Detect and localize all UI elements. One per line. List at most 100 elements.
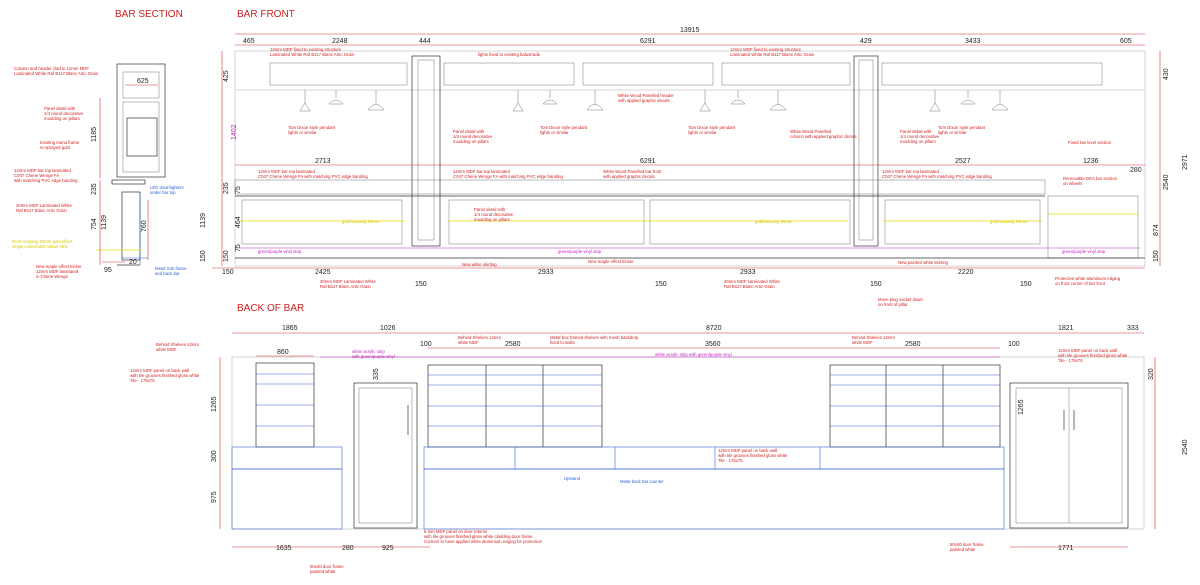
front-dim-bottom: 150 [415, 281, 427, 288]
back-dim-inner: 335 [373, 368, 380, 380]
back-dim-sub: 100 [1008, 341, 1020, 348]
section-dim-1139: 1139 [101, 215, 108, 230]
svg-text:green/purple vinyl strip: green/purple vinyl strip [258, 249, 302, 254]
bar-section-drawing: 625 1185 235 754 1139 760 95 20 [91, 63, 166, 274]
back-dim-left: 975 [211, 491, 218, 503]
svg-text:gold lamping 20mm: gold lamping 20mm [342, 219, 380, 224]
front-dim-left: 75 [235, 244, 242, 252]
front-dim-left: 75 [235, 186, 242, 194]
svg-text:12mm MDF fixed to existing str: 12mm MDF fixed to existing structureLami… [730, 47, 815, 57]
bar-front-dimensions: 13915 465 2248 444 6291 429 3433 605 271… [200, 27, 1189, 288]
front-dim-mid: 6291 [640, 158, 656, 165]
back-dim-right: 2540 [1182, 439, 1189, 455]
back-dim-sub: 2580 [505, 341, 521, 348]
front-dim-left: 150 [200, 250, 207, 262]
front-dim-left: 425 [223, 70, 230, 82]
front-dim-right: 874 [1153, 224, 1160, 236]
bar-front-drawing [234, 50, 1146, 267]
section-dim-20: 20 [129, 259, 137, 266]
svg-text:gold lamping 20mm: gold lamping 20mm [755, 219, 793, 224]
back-dim-top: 1865 [282, 325, 298, 332]
svg-text:gold lamping 20mm: gold lamping 20mm [990, 219, 1028, 224]
front-dim-right: 150 [1153, 250, 1160, 262]
back-dim-sub: 860 [277, 349, 289, 356]
front-dim-left: 464 [235, 216, 242, 228]
front-dim-left: 150 [223, 250, 230, 262]
svg-text:New painted white skirting: New painted white skirting [898, 260, 949, 265]
back-dim-bottom: 1771 [1058, 545, 1074, 552]
section-dim-235: 235 [91, 183, 98, 195]
back-of-bar-drawing [231, 356, 1145, 530]
back-of-bar-title: BACK OF BAR [237, 303, 304, 314]
pendant-lights [299, 90, 1009, 112]
back-dim-right: 320 [1148, 368, 1155, 380]
svg-text:New maple effect kicker: New maple effect kicker [588, 259, 634, 264]
back-dim-sub: 2580 [905, 341, 921, 348]
front-dim-bottom: 2425 [315, 269, 331, 276]
back-dim-top: 1821 [1058, 325, 1074, 332]
front-dim-top: 6291 [640, 38, 656, 45]
front-dim-bottom: 2933 [538, 269, 554, 276]
front-dim-top: 3433 [965, 38, 981, 45]
bar-section-title: BAR SECTION [115, 9, 183, 20]
front-dim-mid: 2527 [955, 158, 971, 165]
front-dim-bottom: 150 [222, 269, 234, 276]
section-dim-95: 95 [104, 267, 112, 274]
left-shelf-unit [255, 362, 315, 448]
section-dim-760: 760 [141, 220, 148, 232]
front-dim-mid: 2713 [315, 158, 331, 165]
back-dim-top: 1026 [380, 325, 396, 332]
svg-text:white acrylic strip with green: white acrylic strip with green/purple vi… [655, 352, 732, 357]
back-dim-left: 1265 [211, 396, 218, 412]
front-dim-left: 1402 [231, 124, 238, 140]
front-dim-top: 429 [860, 38, 872, 45]
section-dim-1185: 1185 [91, 127, 98, 142]
front-dim-left: 1139 [200, 213, 207, 228]
svg-text:Metal back bar counter: Metal back bar counter [620, 479, 664, 484]
back-of-bar-dimensions: 1865 1026 8720 1821 333 860 2580 100 356… [211, 325, 1189, 552]
front-dim-right: 2971 [1182, 154, 1189, 170]
center-shelf-unit [427, 364, 603, 448]
section-dim-754: 754 [91, 218, 98, 230]
front-dim-overall: 13915 [680, 27, 700, 34]
front-dim-bottom: 150 [1020, 281, 1032, 288]
svg-text:Metal box framed shelves with: Metal box framed shelves with mesh backd… [550, 335, 639, 345]
front-dim-left: 235 [223, 182, 230, 194]
svg-text:Upstand: Upstand [564, 476, 581, 481]
svg-text:Fixed low level section: Fixed low level section [1068, 140, 1112, 145]
svg-text:green/purple vinyl strip: green/purple vinyl strip [558, 249, 602, 254]
front-dim-mid: 1236 [1083, 158, 1099, 165]
section-dim-625: 625 [137, 78, 149, 85]
front-dim-top: 465 [243, 38, 255, 45]
